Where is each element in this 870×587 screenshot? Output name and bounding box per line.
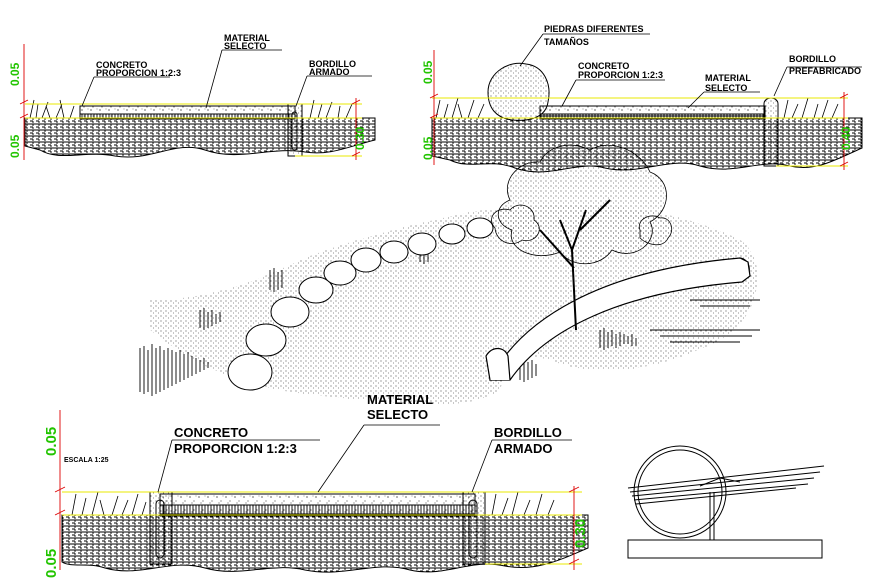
grass-tufts [435,97,839,119]
soil-mass [61,514,589,573]
concreto-label: CONCRETO [174,425,248,440]
dim-top-label: 0.05 [421,60,435,84]
bordillo-label: BORDILLO [309,59,356,69]
section-top-right: PIEDRAS DIFERENTES TAMAÑOS CONCRETO PROP… [421,24,863,173]
hatch-patches [139,246,760,396]
tree [491,144,673,331]
concreto-label: CONCRETO [96,60,147,70]
dim-right-label: 0.30 [572,519,589,548]
selecto-label: SELECTO [367,407,428,422]
ornament-ring-outer [633,445,727,539]
dim-top-label: 0.05 [43,427,60,456]
base-layer [159,504,476,517]
curb-rebar-left [155,499,165,559]
armored-curb-left [149,491,173,565]
dim-top-label: 0.05 [8,62,22,86]
guide-lines [62,491,582,565]
curb-rebar [291,111,298,151]
boulder-row [227,217,494,391]
dim-right-label: 0.40 [839,126,853,150]
section-bottom: ESCALA 1:25 CONCRETO PROPORCION 1:2:3 MA… [43,392,589,578]
dim-bottom-label: 0.05 [8,134,22,158]
ornament-base [627,539,823,559]
selecto-label: SELECTO [705,83,747,93]
grass-tufts [71,491,555,516]
dim-bottom-label: 0.05 [43,549,60,578]
piedras-label: PIEDRAS DIFERENTES [544,24,644,34]
leaders [519,33,862,109]
boulder [487,62,550,121]
proporcion-label: PROPORCION 1:2:3 [96,68,181,78]
concreto-label: CONCRETO [578,61,629,71]
dimension-lines [54,410,580,570]
material-label: MATERIAL [367,392,433,407]
guide-lines [432,97,848,167]
leaders [81,49,372,109]
soil-mass [24,117,376,158]
ornament-ring-inner [637,449,723,535]
bordillo-label: BORDILLO [789,54,836,64]
grass-tufts [29,99,353,119]
prefabricado-label: PREFABRICADO [789,66,861,76]
selecto-label: SELECTO [224,41,266,51]
material-label: MATERIAL [224,33,270,43]
escala-label: ESCALA 1:25 [64,457,109,464]
armored-curb-right [462,491,486,565]
guide-lines [25,103,362,157]
dim-bottom-label: 0.05 [421,136,435,160]
dim-right-label: 0.30 [353,126,367,150]
ornament-post [709,492,715,540]
curved-curb [485,257,751,381]
section-top-left: CONCRETO PROPORCION 1:2:3 MATERIAL SELEC… [8,33,376,160]
ornament-rods [627,465,825,505]
precast-curb [763,97,779,167]
dimension-lines [429,50,849,170]
dimension-lines [19,44,361,160]
proporcion-label: PROPORCION 1:2:3 [174,441,297,456]
ornament-detail [627,445,825,559]
leaders [157,424,572,493]
soil-mass [431,117,863,173]
tamanos-label: TAMAÑOS [544,37,589,47]
bordillo-label: BORDILLO [494,425,562,440]
proporcion-label: PROPORCION 1:2:3 [578,70,663,80]
curb-rebar-right [468,499,478,559]
garden-perspective [139,144,760,405]
tree-canopy [491,144,673,265]
armado-label: ARMADO [494,441,553,456]
material-label: MATERIAL [705,73,751,83]
armado-label: ARMADO [309,67,350,77]
